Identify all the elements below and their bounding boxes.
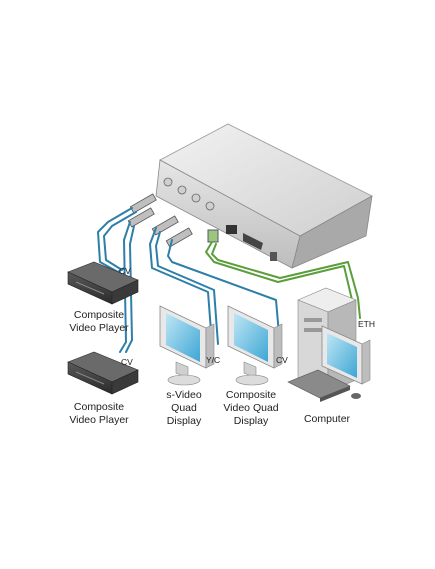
- composite-display-label: Composite Video Quad Display: [223, 389, 279, 427]
- composite-video-player-bottom: [67, 351, 139, 395]
- player-bottom-label: Composite Video Player: [69, 401, 129, 426]
- video-plugs: [127, 193, 193, 248]
- computer: [287, 287, 371, 402]
- player-top-label: Composite Video Player: [69, 309, 129, 334]
- ethernet-port: [226, 225, 237, 234]
- svideo-quad-display: [159, 305, 215, 386]
- ethernet-port-tag: ETH: [358, 319, 375, 329]
- main-device: [155, 123, 373, 269]
- bnc-connectors: [163, 177, 215, 211]
- serial-port: [243, 233, 263, 250]
- svideo-display-label: s-Video Quad Display: [166, 389, 202, 427]
- cable-svideo-2: [155, 231, 219, 345]
- cable-ethernet-2: [211, 243, 361, 319]
- cable-player-top-2: [103, 211, 137, 271]
- cable-player-top: [97, 207, 133, 273]
- power-jack: [270, 252, 277, 261]
- player-bottom-port-tag: CV: [121, 357, 133, 367]
- svideo-port-tag: Y/C: [206, 355, 221, 365]
- composite-video-player-top: [67, 261, 139, 305]
- player-top-port-tag: CV: [119, 266, 131, 276]
- device-rear-panel: [155, 159, 301, 269]
- ethernet-plug: [207, 229, 219, 243]
- composite-display-port-tag: CV: [276, 355, 288, 365]
- computer-label: Computer: [303, 413, 351, 425]
- composite-quad-display: [227, 305, 283, 386]
- mouse: [351, 393, 361, 399]
